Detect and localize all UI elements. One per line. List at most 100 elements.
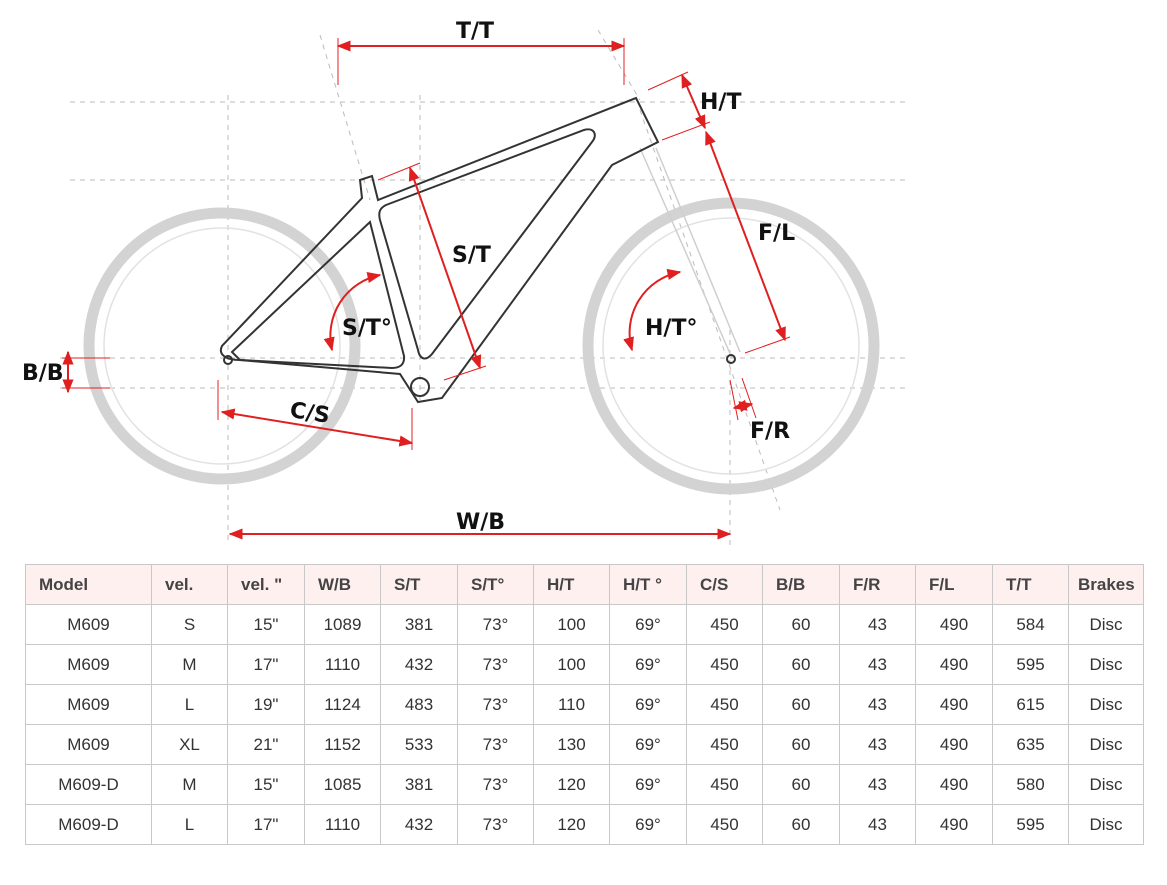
table-cell: Disc (1068, 764, 1144, 805)
table-cell: 580 (992, 764, 1069, 805)
table-cell: S (151, 604, 228, 645)
table-cell: 490 (915, 604, 993, 645)
table-cell: Disc (1068, 724, 1144, 765)
table-cell: 43 (839, 804, 916, 845)
label-tt: T/T (456, 19, 494, 44)
label-cs: C/S (288, 398, 331, 429)
table-cell: 15" (227, 764, 305, 805)
table-cell: 73° (457, 724, 534, 765)
table-cell: 120 (533, 804, 610, 845)
table-cell: 635 (992, 724, 1069, 765)
table-cell: M609-D (25, 764, 152, 805)
column-header: H/T ° (609, 564, 687, 605)
table-cell: 1089 (304, 604, 381, 645)
table-cell: 120 (533, 764, 610, 805)
column-header: B/B (762, 564, 840, 605)
label-fr: F/R (750, 419, 790, 444)
table-cell: 595 (992, 644, 1069, 685)
table-cell: 73° (457, 604, 534, 645)
table-cell: 100 (533, 644, 610, 685)
table-cell: 60 (762, 684, 840, 725)
column-header: H/T (533, 564, 610, 605)
table-cell: 450 (686, 764, 763, 805)
table-cell: 60 (762, 764, 840, 805)
column-header: vel. " (227, 564, 305, 605)
table-cell: M609 (25, 644, 152, 685)
table-cell: Disc (1068, 604, 1144, 645)
table-cell: 15" (227, 604, 305, 645)
table-cell: 381 (380, 604, 458, 645)
table-cell: Disc (1068, 684, 1144, 725)
table-cell: 60 (762, 724, 840, 765)
table-cell: 69° (609, 804, 687, 845)
table-cell: 60 (762, 644, 840, 685)
label-ht: H/T (700, 90, 741, 115)
label-bb: B/B (22, 361, 64, 386)
table-cell: 490 (915, 684, 993, 725)
table-cell: M609-D (25, 804, 152, 845)
table-cell: 73° (457, 764, 534, 805)
table-cell: 17" (227, 644, 305, 685)
table-cell: 69° (609, 724, 687, 765)
table-cell: 490 (915, 804, 993, 845)
table-cell: Disc (1068, 804, 1144, 845)
table-cell: 450 (686, 644, 763, 685)
table-cell: 43 (839, 764, 916, 805)
table-cell: 533 (380, 724, 458, 765)
table-cell: 73° (457, 644, 534, 685)
column-header: F/L (915, 564, 993, 605)
table-cell: M609 (25, 684, 152, 725)
guide-lines (60, 29, 910, 545)
label-fl: F/L (758, 221, 795, 246)
column-header: C/S (686, 564, 763, 605)
table-cell: 43 (839, 684, 916, 725)
table-cell: 1110 (304, 804, 381, 845)
table-cell: 17" (227, 804, 305, 845)
table-cell: 432 (380, 804, 458, 845)
table-cell: 450 (686, 604, 763, 645)
bike-geometry-diagram: T/T H/T S/T F/L S/T° H/T° B/B C/S F/R W/… (22, 19, 910, 545)
table-cell: L (151, 684, 228, 725)
table-cell: 43 (839, 724, 916, 765)
table-cell: 60 (762, 604, 840, 645)
table-cell: 100 (533, 604, 610, 645)
table-cell: 73° (457, 684, 534, 725)
table-cell: 1110 (304, 644, 381, 685)
table-cell: 60 (762, 804, 840, 845)
table-cell: Disc (1068, 644, 1144, 685)
table-cell: 450 (686, 804, 763, 845)
label-st: S/T (452, 243, 491, 268)
table-cell: 615 (992, 684, 1069, 725)
column-header: T/T (992, 564, 1069, 605)
table-cell: 69° (609, 764, 687, 805)
column-header: W/B (304, 564, 381, 605)
table-cell: 1152 (304, 724, 381, 765)
table-cell: 110 (533, 684, 610, 725)
table-cell: 69° (609, 604, 687, 645)
label-wb: W/B (456, 510, 505, 535)
table-cell: 43 (839, 644, 916, 685)
table-cell: 381 (380, 764, 458, 805)
table-cell: XL (151, 724, 228, 765)
label-st-angle: S/T° (342, 316, 392, 341)
table-cell: 69° (609, 644, 687, 685)
table-cell: 450 (686, 724, 763, 765)
table-cell: M (151, 644, 228, 685)
dimension-lines (62, 38, 791, 540)
table-cell: M609 (25, 724, 152, 765)
table-cell: 1124 (304, 684, 381, 725)
table-cell: 19" (227, 684, 305, 725)
table-cell: 584 (992, 604, 1069, 645)
column-header: vel. (151, 564, 228, 605)
table-cell: M (151, 764, 228, 805)
table-cell: 1085 (304, 764, 381, 805)
table-cell: 595 (992, 804, 1069, 845)
